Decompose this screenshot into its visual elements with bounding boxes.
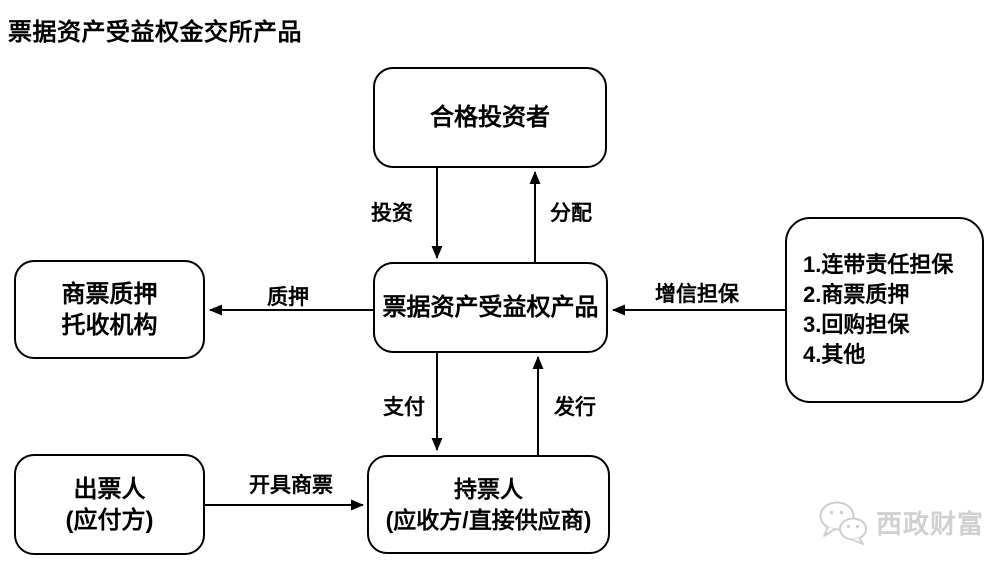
node-label: 合格投资者 bbox=[430, 104, 550, 131]
node-label-line: 1.连带责任担保 bbox=[803, 252, 954, 277]
edge-label-invest: 投资 bbox=[371, 202, 413, 225]
edge-label-pledge: 质押 bbox=[267, 286, 309, 309]
edge-label-credit-guarantee: 增信担保 bbox=[655, 283, 739, 306]
watermark: 西政财富 bbox=[818, 499, 984, 545]
node-label-line: (应收方/直接供应商) bbox=[385, 506, 592, 533]
node-label-line: 2.商票质押 bbox=[803, 282, 910, 307]
page-title: 票据资产受益权金交所产品 bbox=[8, 19, 302, 46]
edge-label-distribute: 分配 bbox=[550, 202, 592, 225]
node-label: 票据资产受益权产品 bbox=[382, 294, 599, 321]
edge-label-issue: 发行 bbox=[554, 396, 596, 419]
node-label-line: (应付方) bbox=[65, 506, 154, 534]
node-label-line: 商票质押 bbox=[61, 280, 158, 308]
wechat-icon bbox=[819, 501, 867, 545]
edge-label-issue-bill: 开具商票 bbox=[249, 474, 333, 497]
node-pledge-collection-agency: 商票质押 托收机构 bbox=[14, 260, 205, 359]
node-bill-drawer: 出票人 (应付方) bbox=[14, 454, 205, 555]
node-qualified-investor: 合格投资者 bbox=[373, 67, 607, 168]
node-bill-holder: 持票人 (应收方/直接供应商) bbox=[367, 455, 610, 554]
node-label-line: 出票人 bbox=[73, 475, 146, 503]
node-bill-beneficiary-product: 票据资产受益权产品 bbox=[373, 262, 608, 353]
edge-label-pay: 支付 bbox=[383, 396, 425, 419]
node-label-line: 持票人 bbox=[454, 475, 523, 502]
watermark-text: 西政财富 bbox=[876, 508, 985, 539]
node-label-line: 3.回购担保 bbox=[803, 312, 910, 337]
node-guarantee-options: 1.连带责任担保 2.商票质押 3.回购担保 4.其他 bbox=[785, 217, 984, 403]
node-label-line: 托收机构 bbox=[61, 311, 158, 339]
node-label-line: 4.其他 bbox=[803, 342, 866, 367]
